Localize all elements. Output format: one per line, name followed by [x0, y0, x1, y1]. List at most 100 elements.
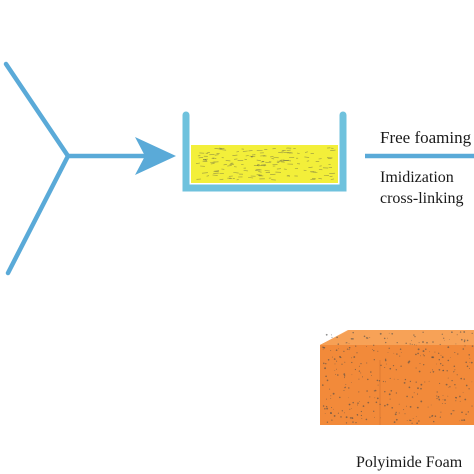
foam-speckle — [331, 336, 333, 338]
foam-speckle — [468, 368, 470, 369]
foam-speckle — [428, 380, 430, 382]
foam-speckle — [330, 397, 332, 399]
solution-speckle — [230, 162, 233, 164]
foam-speckle — [324, 367, 327, 370]
foam-speckle — [432, 341, 434, 343]
foam-top-face-overlay — [320, 330, 474, 345]
foam-speckle — [407, 361, 410, 364]
foam-speckle — [393, 352, 395, 354]
foam-speckle — [471, 381, 473, 383]
foam-speckle — [442, 364, 444, 367]
foam-speckle — [351, 374, 353, 376]
foam-speckle — [389, 377, 391, 379]
foam-speckle — [409, 419, 411, 421]
foam-speckle — [366, 390, 368, 392]
solution-speckle — [223, 164, 227, 166]
foam-speckle — [349, 408, 351, 410]
foam-speckle — [352, 338, 354, 340]
foam-speckle — [329, 411, 332, 414]
foam-speckle — [339, 396, 341, 399]
foam-speckle — [441, 356, 444, 358]
foam-speckle — [469, 361, 471, 363]
foam-speckle — [414, 335, 416, 338]
foam-speckle — [411, 340, 412, 342]
foam-speckle — [429, 371, 431, 373]
solution-speckle — [214, 148, 220, 150]
foam-speckle — [354, 368, 357, 371]
foam-speckle — [449, 357, 451, 359]
foam-speckle — [341, 363, 343, 365]
foam-speckle — [365, 418, 368, 421]
foam-speckle — [388, 332, 390, 334]
foam-speckle — [357, 402, 359, 404]
foam-speckle — [325, 398, 327, 400]
solution-speckle — [220, 149, 227, 151]
foam-speckle — [460, 338, 463, 341]
solution-speckle — [201, 172, 208, 174]
foam-speckle — [444, 399, 446, 401]
foam-speckle — [334, 363, 336, 365]
solution-speckle — [244, 158, 247, 160]
foam-speckle — [348, 343, 350, 344]
foam-speckle — [461, 411, 463, 414]
foam-speckle — [384, 404, 386, 407]
foam-speckle — [349, 417, 352, 419]
solution-speckle — [219, 148, 222, 150]
foam-speckle — [415, 344, 417, 346]
main-arrow-head-icon — [135, 137, 176, 175]
foam-speckle — [322, 346, 325, 349]
foam-speckle — [447, 386, 449, 388]
foam-speckle — [366, 362, 368, 364]
foam-speckle — [336, 368, 337, 370]
foam-speckle — [345, 422, 348, 424]
foam-speckle — [459, 400, 461, 402]
foam-speckle — [465, 413, 467, 416]
step-label-cross-linking: cross-linking — [380, 190, 464, 207]
foam-speckle — [360, 414, 362, 417]
foam-speckle — [395, 411, 397, 414]
foam-speckle — [385, 341, 387, 344]
foam-speckle — [384, 381, 386, 383]
foam-speckle — [418, 342, 420, 344]
solution-speckle — [206, 175, 210, 177]
foam-speckle — [442, 399, 444, 401]
foam-speckle — [447, 395, 449, 397]
foam-speckle — [464, 345, 466, 347]
foam-speckle — [422, 341, 424, 343]
merge-arrow-icon — [3, 61, 176, 276]
foam-speckle — [460, 377, 463, 380]
foam-speckle — [336, 374, 339, 376]
foam-speckle — [390, 389, 393, 392]
foam-speckle — [344, 386, 346, 389]
foam-speckle — [425, 348, 427, 350]
foam-speckle — [443, 337, 445, 339]
foam-speckle — [413, 392, 415, 394]
foam-speckle — [413, 334, 415, 336]
solution-speckle — [233, 172, 239, 174]
foam-speckle — [440, 411, 442, 413]
foam-speckle — [396, 353, 398, 355]
solution-speckle — [255, 169, 261, 171]
foam-speckle — [332, 408, 334, 410]
foam-speckle — [459, 420, 460, 422]
foam-speckle — [463, 340, 466, 343]
foam-speckle — [325, 333, 328, 336]
foam-speckle — [430, 404, 432, 406]
foam-speckle — [456, 374, 458, 376]
foam-speckle — [398, 403, 400, 405]
foam-speckle — [355, 421, 357, 424]
foam-speckle — [453, 365, 456, 368]
solution-speckle — [214, 170, 219, 172]
foam-speckle — [414, 344, 416, 346]
foam-speckle — [384, 359, 387, 362]
foam-speckle — [417, 348, 420, 351]
foam-speckle — [411, 343, 413, 345]
foam-speckle — [424, 381, 426, 383]
foam-speckle — [343, 375, 346, 377]
foam-speckle — [438, 358, 441, 361]
foam-speckle — [439, 343, 441, 346]
foam-speckle — [323, 362, 325, 365]
foam-speckle — [370, 371, 372, 373]
